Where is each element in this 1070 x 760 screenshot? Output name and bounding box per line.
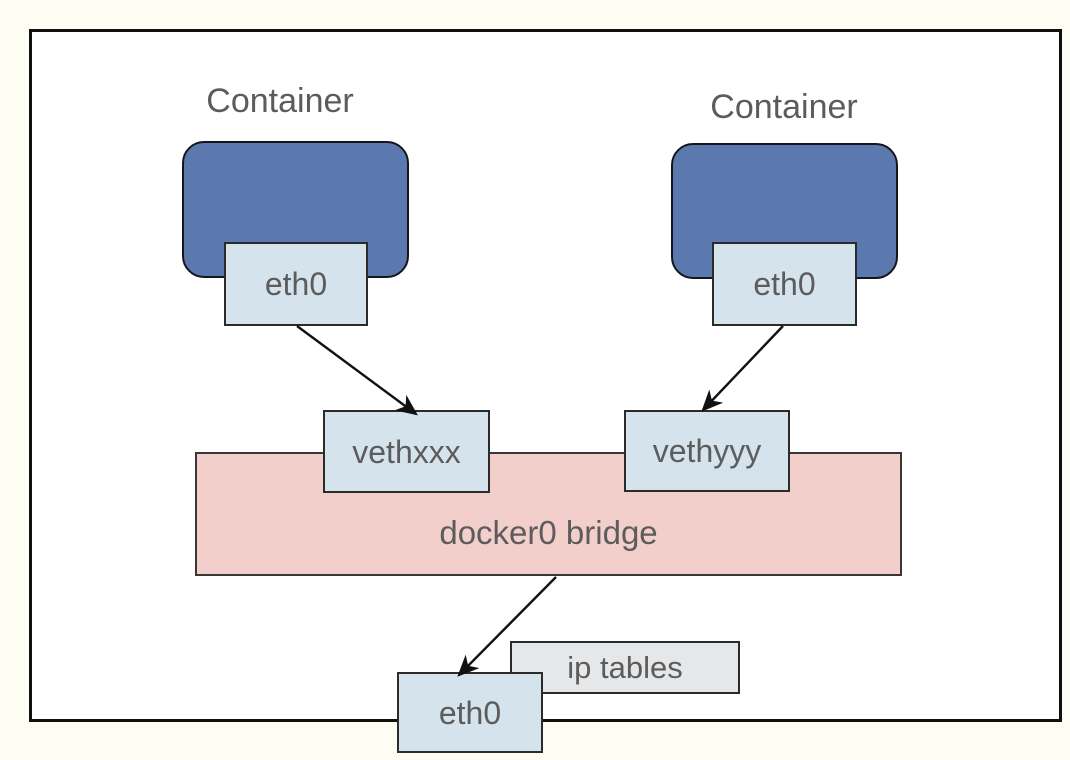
host-eth0-label: eth0 (438, 694, 502, 731)
container-eth0-right: eth0 (712, 242, 857, 326)
iptables-box: ip tables (510, 641, 740, 694)
container-label-right: Container (710, 88, 858, 126)
veth-right-label: vethyyy (652, 433, 762, 469)
iptables-label: ip tables (567, 650, 683, 685)
veth-right-box: vethyyy (624, 410, 790, 492)
container-eth0-right-label: eth0 (753, 266, 816, 302)
host-machine-frame (29, 29, 1062, 722)
container-eth0-left-label: eth0 (264, 266, 328, 302)
container-eth0-left: eth0 (224, 242, 368, 326)
veth-left-label: vethxxx (352, 433, 461, 470)
host-eth0-box: eth0 (397, 672, 543, 753)
docker0-bridge-label: docker0 bridge (439, 514, 658, 551)
container-label-left: Container (206, 82, 354, 120)
veth-left-box: vethxxx (323, 410, 490, 493)
